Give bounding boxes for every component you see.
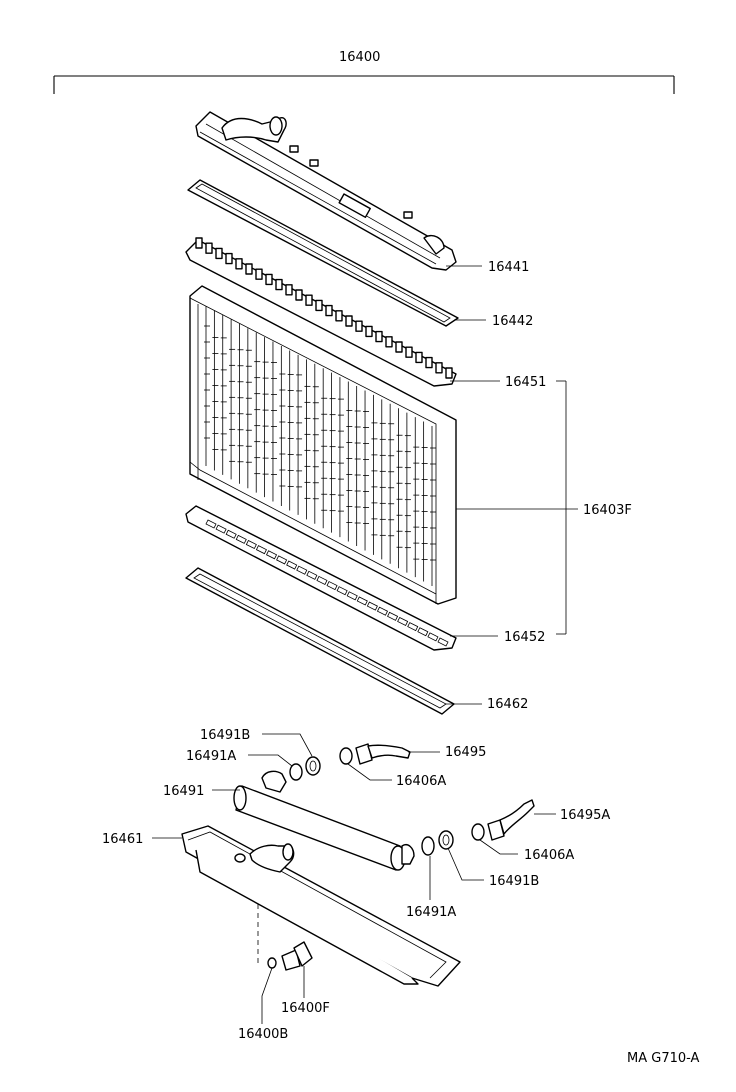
drain-cock <box>267 941 313 971</box>
label-16400B: 16400B <box>238 1027 288 1042</box>
leader-lines <box>152 265 578 1024</box>
fitting-16495A <box>471 799 535 841</box>
fitting-16495 <box>339 743 411 765</box>
radiator-core <box>189 285 457 605</box>
label-16406A-right: 16406A <box>524 848 574 863</box>
upper-core-plate <box>185 237 457 387</box>
label-16400: 16400 <box>339 50 380 65</box>
upper-gasket <box>187 179 459 327</box>
label-16491A-top: 16491A <box>186 749 236 764</box>
label-16462: 16462 <box>487 697 528 712</box>
label-16452: 16452 <box>504 630 545 645</box>
label-16406A-top: 16406A <box>396 774 446 789</box>
oil-cooler-pipe <box>233 756 454 871</box>
label-16400F: 16400F <box>281 1001 330 1016</box>
label-16495A: 16495A <box>560 808 610 823</box>
lower-tank <box>181 825 461 987</box>
upper-tank <box>195 111 457 271</box>
assembly-bracket <box>53 75 675 94</box>
label-16491: 16491 <box>163 784 204 799</box>
lower-core-plate <box>185 505 457 651</box>
label-16403F: 16403F <box>583 503 632 518</box>
label-16495: 16495 <box>445 745 486 760</box>
label-16491B-top: 16491B <box>200 728 250 743</box>
label-16491A-bottom: 16491A <box>406 905 456 920</box>
label-16442: 16442 <box>492 314 533 329</box>
label-16441: 16441 <box>488 260 529 275</box>
label-16491B-bottom: 16491B <box>489 874 539 889</box>
label-16461: 16461 <box>102 832 143 847</box>
reference-code: MA G710-A <box>627 1051 700 1066</box>
label-16451: 16451 <box>505 375 546 390</box>
